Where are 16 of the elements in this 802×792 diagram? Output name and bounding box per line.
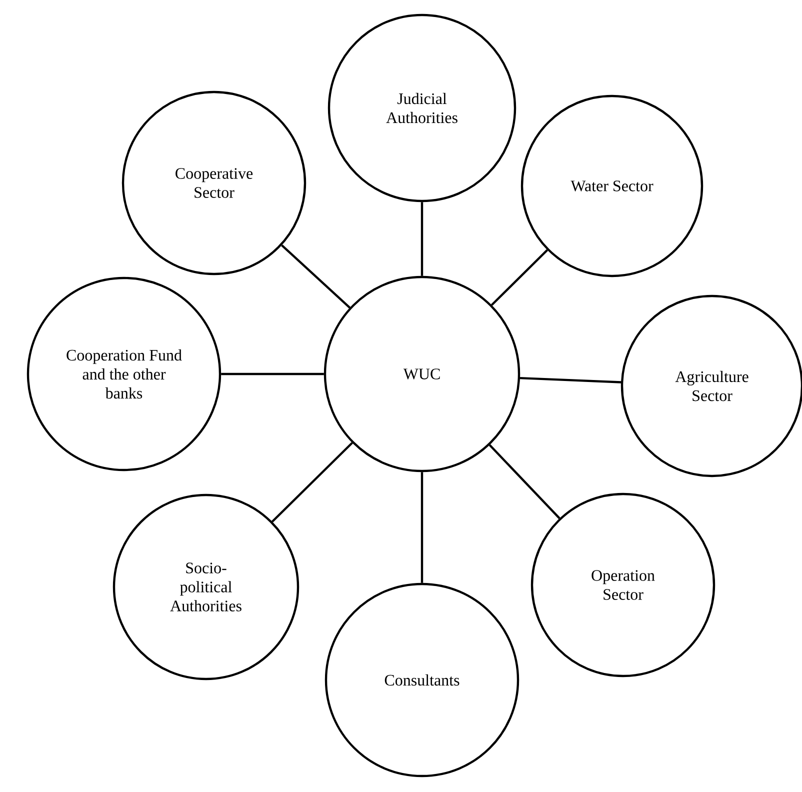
- circle-node: WUC: [324, 276, 520, 472]
- connector-line: [420, 472, 424, 583]
- connector-line: [272, 442, 353, 522]
- circle-node: Socio-political Authorities: [112, 494, 300, 680]
- circle-node: Water Sector: [520, 94, 704, 278]
- connector-line: [281, 244, 350, 308]
- connector-line: [221, 372, 324, 376]
- circle-node: Cooperation Fund and the other banks: [26, 276, 222, 472]
- connector-line: [490, 249, 548, 306]
- connector-line: [488, 444, 560, 520]
- circle-node: Judicial Authorities: [328, 14, 516, 202]
- connector-line: [520, 376, 622, 384]
- circle-node: Operation Sector: [530, 492, 716, 678]
- connector-line: [420, 202, 424, 276]
- circle-node: Cooperative Sector: [122, 90, 306, 276]
- circle-node: Consultants: [324, 582, 520, 778]
